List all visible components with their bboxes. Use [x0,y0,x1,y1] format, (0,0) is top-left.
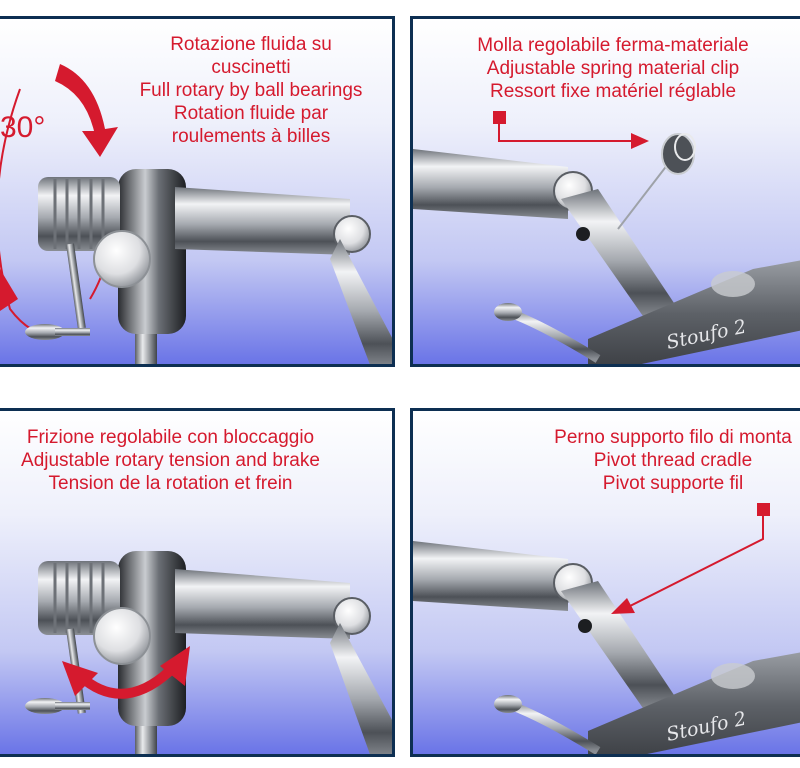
jaw-arm [561,581,678,711]
rotary-handle [66,243,86,329]
rotation-degree-label: 30° [0,111,46,144]
vise-tension-illustration [25,551,392,754]
vise-body [118,551,186,726]
caption-line-it: Frizione regolabile con bloccaggio [26,427,315,448]
handle-grip [494,695,522,713]
caption-line-fr: Pivot supporte fil [602,473,744,494]
spring-wire [617,163,669,230]
vise-arm [175,187,350,255]
caption-line-it: Molla regolabile ferma-materiale [477,35,749,56]
caption-line-fr: Tension de la rotation et frein [48,473,293,494]
caption-line-en: Adjustable spring material clip [486,58,740,79]
rotation-arrow-tail-icon [0,269,18,311]
pointer-square-icon [757,503,770,516]
thread-cradle-illustration: Stoufo 2 [413,503,800,754]
pivot-joint [333,215,371,253]
jaw-arm [561,189,678,319]
caption-line-en: Full rotary by ball bearings [139,80,363,101]
vise-arm [413,541,568,611]
caption-line-fr-2: roulements à billes [171,126,331,147]
caption-tension-brake: Frizione regolabile con bloccaggio Adjus… [0,426,343,495]
pointer-line [498,124,631,142]
caption-line-it: Perno supporto filo di monta [554,427,792,448]
vise-arm [175,569,350,639]
pivot-screw [576,227,590,241]
caption-line-fr: Rotation fluide par [173,103,329,124]
panel-spring-clip: Stoufo 2 Molla regolabile ferma-material… [410,16,800,367]
vise-arm [413,149,568,219]
arrow-left-icon [62,661,98,696]
vise-rotation-illustration [0,64,392,364]
tension-knob [93,607,151,665]
rotation-arrow-icon [55,64,118,157]
spring-coil [661,133,695,175]
jaw-arm [330,623,392,754]
caption-spring-clip: Molla regolabile ferma-materiale Adjusta… [433,34,793,103]
pointer-arrow-icon [611,598,635,614]
pivot-joint [333,597,371,635]
caption-line-it-2: cuscinetti [211,57,291,78]
caption-thread-cradle: Perno supporto filo di monta Pivot threa… [523,426,800,495]
panel-thread-cradle: Stoufo 2 Perno supporto filo di monta Pi… [410,408,800,757]
caption-rotation: Rotazione fluida su cuscinetti Full rota… [116,33,386,148]
vise-body [118,169,186,334]
thread-cradle-pivot [578,619,592,633]
caption-line-en: Adjustable rotary tension and brake [21,450,320,471]
pointer-square-icon [493,111,506,124]
tension-double-arrow [76,662,179,699]
spring-clip-illustration: Stoufo 2 [413,111,800,364]
caption-line-fr: Ressort fixe matériel réglable [489,81,737,102]
panel-rotation: 30° [0,16,395,367]
jaw-arm [330,239,392,364]
caption-line-en: Pivot thread cradle [593,450,753,471]
pointer-arrow-icon [631,133,649,149]
arrow-right-icon [160,646,190,686]
caption-line-it: Rotazione fluida su [170,34,332,55]
panel-tension-brake: Frizione regolabile con bloccaggio Adjus… [0,408,395,757]
pointer-line [627,516,764,608]
handle-grip [494,303,522,321]
tension-knob [93,230,151,288]
